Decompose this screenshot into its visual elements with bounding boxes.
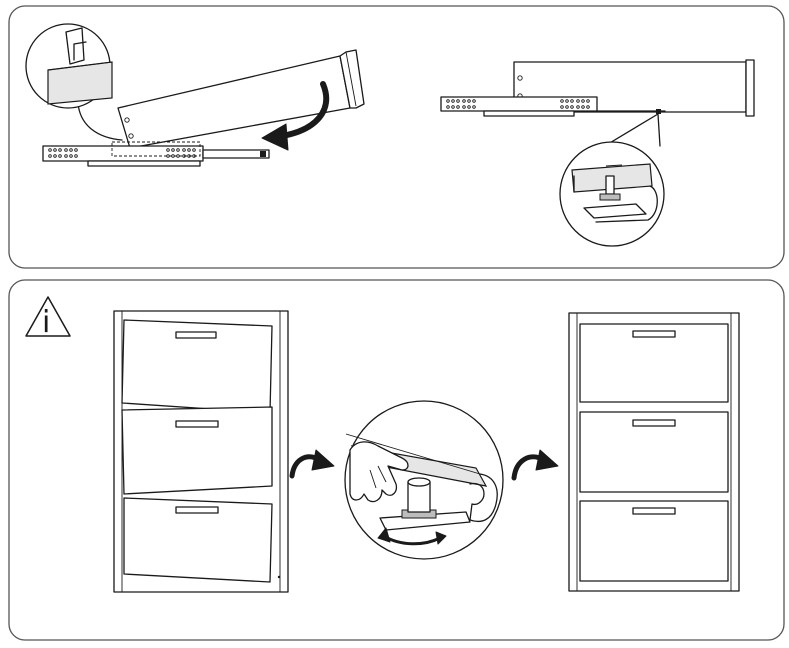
info-icon-glyph: i [42,305,50,340]
warning-triangle-info-icon: i [25,296,71,340]
hook-detail-magnifier [25,23,123,141]
drawer-handle-1 [175,331,217,339]
drawer-handle-2-aligned [632,419,676,427]
runner-left-holes-a [48,148,78,158]
top-panel [8,5,785,269]
next-step-arrow-2-icon [511,449,559,481]
top-panel-frame [8,5,785,269]
bottom-panel: i [8,279,785,641]
drawer-handle-2 [175,420,219,428]
runner-left-holes-b [166,148,196,158]
runner-right [440,96,666,117]
cabinet-aligned [568,312,740,592]
clip-detail-magnifier [559,113,665,247]
adjustment-detail-magnifier [344,400,504,560]
runner-left [42,141,270,167]
drawer-front-3-misaligned [123,497,273,583]
drawer-handle-3-aligned [632,507,676,515]
drawer-tilted [117,49,365,149]
next-step-arrow-1-icon [289,449,335,479]
drawer-handle-1-aligned [632,330,676,338]
cabinet-misaligned [113,310,289,593]
drawer-front-2-misaligned [121,406,273,495]
lower-drawer-arrow-icon [261,81,330,151]
hand-icon [349,441,409,503]
drawer-handle-3 [175,506,219,514]
